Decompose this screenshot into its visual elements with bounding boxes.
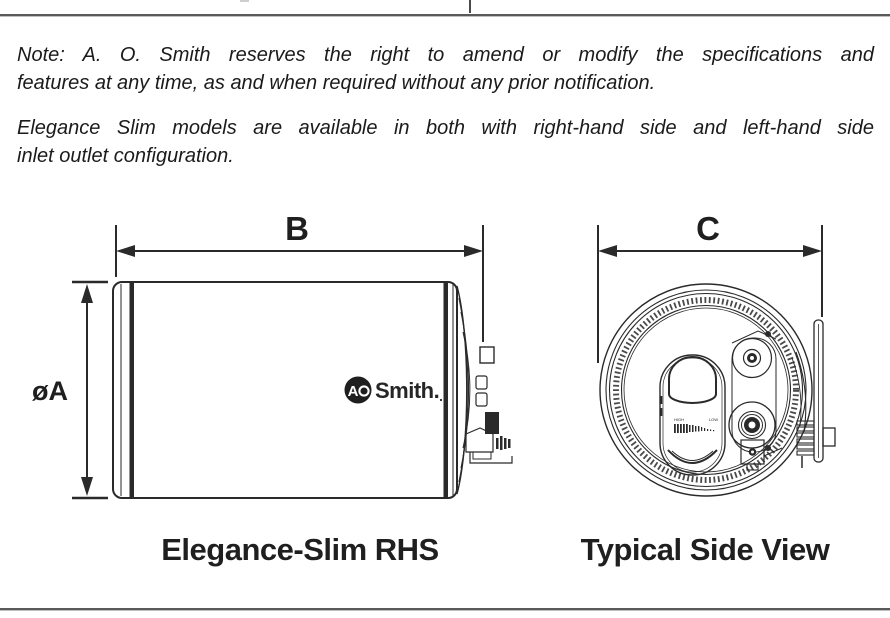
threaded-nipple [496,436,511,450]
anode-port [731,337,773,379]
tank-right-band [443,283,448,497]
tank-fittings [465,346,513,464]
arrow-right-icon [464,245,483,257]
side-view-drawing: C HIGH LOW [597,210,836,497]
lower-arch [667,449,718,464]
valve-body [465,427,494,453]
notes-block: Note: A. O. Smith reserves the right to … [17,41,874,170]
tank-left-band [129,283,134,497]
cable-gland [485,412,499,434]
availability-line-1: Elegance Slim models are available in bo… [17,117,874,139]
logo-o-ring [358,385,370,397]
note-line-1: Note: A. O. Smith reserves the right to … [17,44,874,66]
top-rule [0,14,890,16]
ao-smith-logo: A Smith. [344,376,443,404]
screw-icon [765,331,771,337]
tank-body [112,281,458,499]
cropped-text-remnant [240,0,249,2]
dimension-a-label: øA [32,376,68,406]
dial-window [668,356,717,404]
availability-line-2: inlet outlet configuration. [17,145,234,167]
registered-mark-icon [439,398,443,402]
arrow-down-icon [81,477,93,496]
bracket-tab [822,427,836,447]
port-plate [728,330,783,471]
logo-badge [344,376,372,404]
cropped-table-divider [469,0,471,13]
arrow-right-icon [803,245,822,257]
mount-tab [479,346,495,364]
screw-icon [765,445,771,451]
logo-wordmark: Smith. [375,378,439,403]
logo-monogram: A [348,383,359,400]
front-view-drawing: B øA [32,210,513,500]
hatched-ring [613,297,799,483]
bottom-rule-shadow [0,610,890,611]
arrow-left-icon [116,245,135,257]
side-view-caption: Typical Side View [580,532,830,567]
tank-dome-cap [456,285,471,495]
top-rule-shadow [0,16,890,17]
dimension-c: C [597,210,823,363]
note-line-2: features at any time, as and when requir… [17,72,656,94]
dimension-b: B [115,210,484,342]
bottom-rule [0,608,890,610]
pipe-ribs [796,420,815,456]
control-capsule: HIGH LOW [659,354,726,476]
wall-bracket [791,319,836,468]
dimension-b-label: B [285,210,309,247]
element-port [728,401,776,471]
scale-low-label: LOW [709,417,718,422]
dimension-a: øA [32,280,108,500]
arrow-left-icon [598,245,617,257]
tank-shell-circles [599,283,813,497]
arrow-up-icon [81,284,93,303]
scale-high-label: HIGH [674,417,684,422]
dimension-c-label: C [696,210,720,247]
front-view-caption: Elegance-Slim RHS [161,532,439,567]
temperature-scale-ticks [674,424,715,433]
bottom-bracket [469,452,513,464]
